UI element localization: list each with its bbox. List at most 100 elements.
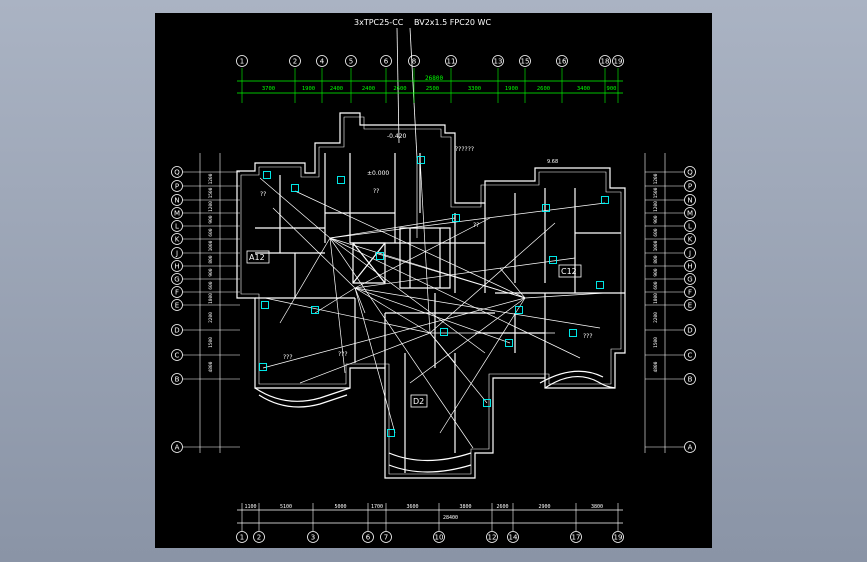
bottom-axis-bubble-label: 12 [488, 534, 497, 542]
side-axis-bubble-label: H [174, 263, 179, 271]
bottom-axis-bubble-label: 6 [366, 534, 371, 542]
top-axis-bubble [556, 55, 568, 67]
side-axis-bubble [171, 166, 183, 178]
top-axis-bubble-label: 18 [601, 58, 610, 66]
side-axis-bubble-label: B [688, 376, 693, 384]
top-axis-bubble-label: 1 [240, 58, 244, 66]
side-dim-value: 600 [653, 228, 659, 236]
bottom-axis-bubble [507, 531, 519, 543]
side-axis-bubble-label: E [175, 302, 179, 310]
device-symbol [569, 329, 577, 337]
unit-label-box-a12 [246, 250, 270, 264]
unit-label-box-d2 [410, 394, 428, 408]
bottom-dim-value: 2600 [496, 504, 508, 510]
side-dim-value: 4800 [653, 361, 659, 372]
top-axis-bubble [236, 55, 248, 67]
bottom-axis-bubble-label: 1 [240, 534, 244, 542]
side-axis-bubble-label: G [174, 276, 179, 284]
side-axis-bubble-label: C [688, 352, 693, 360]
side-axis-bubble [684, 180, 696, 192]
room-label-3: ?? [473, 222, 479, 229]
side-axis-bubble-label: K [688, 236, 693, 244]
side-axis-bubble [684, 207, 696, 219]
side-axis-bubble [171, 220, 183, 232]
side-axis-bubble-label: E [688, 302, 692, 310]
room-label-4: ??? [283, 354, 293, 361]
device-symbol [483, 399, 491, 407]
device-symbol [259, 363, 267, 371]
top-axis-bubble [408, 55, 420, 67]
side-dim-value: 800 [208, 255, 214, 263]
unit-label-box-c12 [558, 264, 582, 278]
side-dim-value: 900 [208, 268, 214, 276]
top-dim-value: 2400 [362, 86, 375, 92]
device-symbol [515, 306, 523, 314]
room-label-1: ?? [260, 191, 266, 198]
top-dim-value: 3400 [577, 86, 590, 92]
side-dim-value: 800 [653, 255, 659, 263]
top-dim-value: 2500 [426, 86, 439, 92]
top-axis-bubble-label: 15 [521, 58, 530, 66]
side-dim-value: 2200 [208, 312, 214, 323]
top-axis-bubble-label: 6 [384, 58, 389, 66]
top-axis-bubble-label: 13 [494, 58, 503, 66]
side-dim-value: 900 [208, 215, 214, 223]
left-axis-grid: QPNMLKJHGFEDCBA1200150012009006001000800… [171, 153, 240, 453]
side-dim-value: 600 [208, 281, 214, 289]
side-dim-value: 1200 [653, 173, 659, 184]
side-dim-value: 1000 [208, 240, 214, 251]
bottom-axis-bubble [307, 531, 319, 543]
header-right-note: BV2x1.5 FPC20 WC [414, 18, 491, 27]
side-axis-bubble [684, 260, 696, 272]
side-axis-bubble-label: G [687, 276, 692, 284]
side-axis-bubble [684, 194, 696, 206]
side-dim-value: 600 [208, 228, 214, 236]
side-axis-bubble [171, 349, 183, 361]
side-dim-value: 1500 [653, 187, 659, 198]
top-dim-value: 1900 [505, 86, 518, 92]
side-axis-bubble-label: P [175, 183, 179, 191]
top-axis-bubble-label: 8 [412, 58, 416, 66]
wiring-network [259, 157, 606, 449]
device-symbol [542, 204, 550, 212]
top-axis-bubble-label: 2 [293, 58, 297, 66]
top-dim-value: 2600 [537, 86, 550, 92]
bottom-dim-value: 1100 [244, 504, 256, 510]
side-axis-bubble [684, 324, 696, 336]
top-dim-value: 2600 [393, 86, 406, 92]
side-axis-bubble-label: L [175, 223, 179, 231]
north-note: ?????? [455, 146, 474, 153]
side-axis-bubble-label: A [688, 444, 693, 452]
side-axis-bubble-label: Q [174, 169, 180, 177]
bottom-axis-bubble-label: 19 [614, 534, 623, 542]
bottom-dim-value: 2900 [538, 504, 550, 510]
device-symbol [505, 339, 513, 347]
side-axis-bubble [684, 349, 696, 361]
side-axis-bubble-label: C [175, 352, 180, 360]
bottom-axis-bubble-label: 14 [509, 534, 518, 542]
elevation-main: ±0.000 [367, 170, 389, 177]
side-axis-bubble [171, 273, 183, 285]
top-axis-bubble [492, 55, 504, 67]
bottom-dim-value: 1700 [371, 504, 383, 510]
stair-label: 9.68 [547, 159, 558, 165]
unit-label-d2: D2 [413, 397, 424, 406]
device-symbol [596, 281, 604, 289]
side-axis-bubble [171, 247, 183, 259]
wall-outline [236, 112, 626, 479]
side-dim-value: 2200 [653, 312, 659, 323]
bottom-axis-bubble [362, 531, 374, 543]
side-axis-bubble [171, 194, 183, 206]
side-dim-value: 1500 [653, 337, 659, 348]
bottom-axis-bubble [253, 531, 265, 543]
top-dim-value: 3700 [262, 86, 275, 92]
bottom-dim-value: 5000 [334, 504, 346, 510]
side-axis-bubble [171, 441, 183, 453]
side-dim-value: 1200 [208, 201, 214, 212]
side-dim-value: 600 [653, 281, 659, 289]
right-axis-grid: QPNMLKJHGFEDCBA1200150012009006001000800… [644, 153, 696, 453]
side-axis-bubble [684, 273, 696, 285]
